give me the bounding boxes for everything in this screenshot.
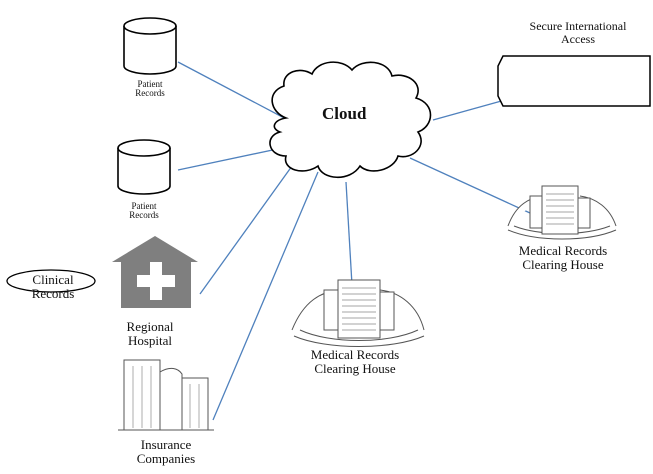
insurance-label: Insurance Companies <box>118 438 214 465</box>
insurance-line1: Insurance <box>140 437 192 452</box>
connector-lines <box>177 61 531 421</box>
connector-patient-records-2 <box>177 147 283 171</box>
connector-clearing-center <box>345 181 353 286</box>
insurance-buildings-icon <box>118 359 214 431</box>
cloud-label: Cloud <box>322 104 367 123</box>
connector-patient-records-1 <box>177 61 289 121</box>
clearing-house-center-icon <box>291 279 425 347</box>
patient-records-1-line1: Patient <box>137 79 163 89</box>
clearing-house-center-line2: Clearing House <box>314 360 396 376</box>
hospital-icon <box>112 236 198 308</box>
regional-hospital-label: Regional Hospital <box>110 320 190 347</box>
clinical-records-ellipse <box>6 269 96 293</box>
clearing-house-right-icon <box>507 185 617 240</box>
clinical-records-line1: Clinical <box>32 272 74 287</box>
patient-records-1-line2: Records <box>135 88 165 99</box>
connector-insurance <box>212 171 319 421</box>
cloud-shape <box>269 61 432 179</box>
secure-access-line1: Secure International <box>529 19 627 33</box>
clearing-house-center-label: Medical Records Clearing House <box>280 348 430 375</box>
connector-secure-access <box>432 99 506 121</box>
secure-access-line2: Access <box>561 31 595 46</box>
clearing-house-center-line1: Medical Records <box>310 347 400 362</box>
secure-access-box <box>497 55 651 107</box>
connector-clearing-right <box>409 157 531 214</box>
clearing-house-right-line1: Medical Records <box>518 243 608 258</box>
regional-hospital-line1: Regional <box>126 319 174 334</box>
patient-records-1-label: Patient Records <box>120 79 180 99</box>
clinical-records-line2: Records <box>31 285 75 301</box>
insurance-line2: Companies <box>136 450 196 466</box>
clearing-house-right-line2: Clearing House <box>522 256 604 272</box>
patient-records-2-label: Patient Records <box>114 201 174 221</box>
database-icon-1 <box>123 17 177 75</box>
clinical-records-label: Clinical Records <box>8 273 98 300</box>
regional-hospital-line2: Hospital <box>127 332 173 348</box>
secure-access-label: Secure International Access <box>503 20 653 45</box>
patient-records-2-line2: Records <box>129 210 159 221</box>
clearing-house-right-label: Medical Records Clearing House <box>488 244 638 271</box>
connector-hospital <box>199 165 293 295</box>
patient-records-2-line1: Patient <box>131 201 157 211</box>
database-icon-2 <box>117 139 171 195</box>
